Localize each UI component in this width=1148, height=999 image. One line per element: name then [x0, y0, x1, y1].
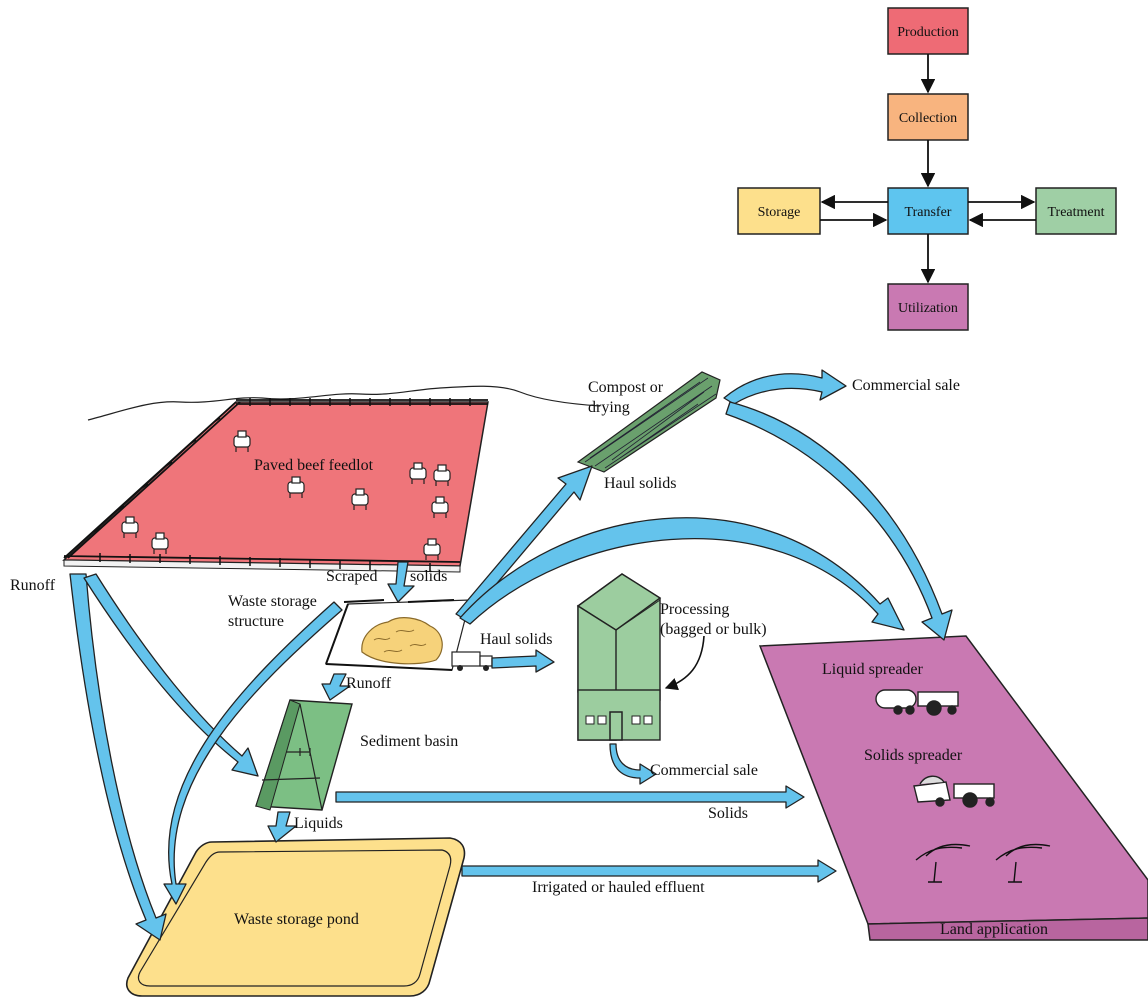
arrow-solids-field [335, 785, 805, 809]
irrigation-rigs [915, 843, 1051, 883]
feedlot-fence [63, 399, 488, 563]
production-label: Production [897, 25, 958, 40]
processing-pointer [664, 635, 705, 691]
solids-spreader-vehicle [913, 775, 995, 808]
label-drying: drying [588, 399, 630, 416]
label-solids-arrow: Solids [708, 805, 748, 822]
arrow-building-sale [609, 743, 657, 785]
utilization-label: Utilization [898, 301, 958, 316]
label-commercial-sale-top: Commercial sale [852, 377, 960, 394]
collection-box [887, 93, 969, 141]
label-compost: Compost or [588, 379, 664, 396]
label-solids: solids [410, 568, 447, 585]
horizon-hills [87, 385, 601, 421]
treatment-box [1035, 187, 1117, 235]
label-runoff-left: Runoff [10, 577, 56, 594]
utilization-box [887, 283, 969, 331]
arrow-liquids-pond [267, 811, 297, 843]
label-haul-solids-mid: Haul solids [480, 631, 552, 648]
label-solids-spreader: Solids spreader [864, 747, 963, 764]
compost-windrow [576, 371, 721, 473]
arrow-scraped-solids [387, 561, 415, 603]
label-liquid-spreader: Liquid spreader [822, 661, 924, 678]
label-irrigated: Irrigated or hauled effluent [532, 879, 705, 896]
label-waste-pond: Waste storage pond [234, 911, 359, 928]
arrow-structure-field [459, 517, 905, 631]
waste-storage-structure [325, 599, 493, 671]
label-processing: Processing [660, 601, 729, 618]
diagram-labels: Compost or drying Commercial sale Haul s… [10, 377, 1048, 938]
transfer-label: Transfer [905, 205, 952, 220]
processing-building [576, 573, 662, 741]
storage-box [737, 187, 821, 235]
label-land-application: Land application [940, 921, 1048, 938]
arrow-runoff-basin [321, 673, 351, 701]
haul-truck [451, 651, 493, 671]
solids-pile [361, 617, 443, 665]
production-box [887, 7, 969, 55]
waste-storage-pond [126, 837, 466, 997]
sediment-basin [255, 699, 353, 811]
arrow-structure-pond [163, 601, 343, 905]
flow-arrows [69, 369, 953, 941]
land-application-field [758, 635, 1148, 941]
feedlot [62, 398, 489, 573]
label-structure: structure [228, 613, 284, 630]
label-commercial-sale-mid: Commercial sale [650, 762, 758, 779]
label-feedlot: Paved beef feedlot [254, 457, 374, 474]
label-runoff-mid: Runoff [346, 675, 392, 692]
arrow-runoff-left-basin [83, 573, 259, 777]
arrow-haul-building [491, 649, 555, 673]
label-sediment-basin: Sediment basin [360, 733, 458, 750]
arrow-compost-field [725, 401, 953, 641]
label-haul-solids-top: Haul solids [604, 475, 676, 492]
collection-label: Collection [899, 111, 957, 126]
treatment-label: Treatment [1047, 205, 1104, 220]
label-liquids: Liquids [294, 815, 343, 832]
arrow-compost-sale [723, 369, 847, 405]
flow-chart: Production Collection Transfer Storage T… [737, 7, 1117, 331]
cattle [121, 430, 451, 560]
arrow-effluent-field [461, 859, 837, 883]
label-bagged: (bagged or bulk) [660, 621, 767, 638]
arrow-runoff-left-pond [69, 573, 167, 941]
label-scraped: Scraped [326, 568, 378, 585]
label-waste-storage: Waste storage [228, 593, 317, 610]
liquid-spreader-vehicle [875, 689, 959, 716]
storage-label: Storage [758, 205, 801, 220]
